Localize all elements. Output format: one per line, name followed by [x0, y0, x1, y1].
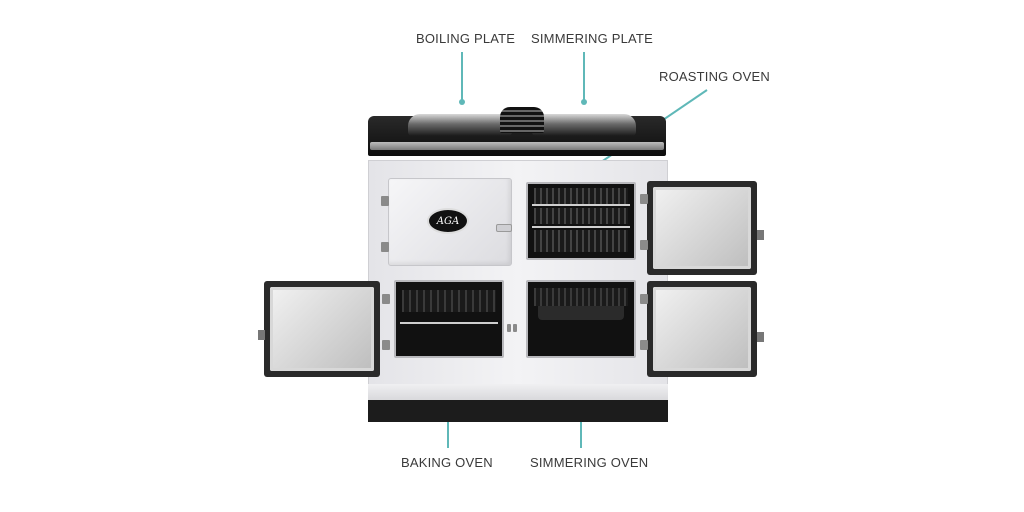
- baking-tray-icon: [402, 290, 496, 312]
- leader-dot-simmering-plate: [581, 99, 587, 105]
- leader-dot-boiling-plate: [459, 99, 465, 105]
- hinge-icon: [640, 340, 648, 350]
- label-simmering-plate: SIMMERING PLATE: [531, 31, 653, 46]
- oven-shelf: [532, 226, 630, 228]
- door-latch-icon: [496, 224, 512, 232]
- door-handle-icon: [258, 330, 265, 340]
- leader-boiling-plate: [461, 52, 463, 102]
- leader-simmering-plate: [583, 52, 585, 102]
- label-boiling-plate: BOILING PLATE: [416, 31, 516, 46]
- hinge-icon: [381, 242, 389, 252]
- baking-oven-cavity: [394, 280, 504, 358]
- baking-oven-door-open: [264, 281, 380, 377]
- boiling-plate-lid: [408, 114, 512, 136]
- simmering-oven-cavity: [526, 280, 636, 358]
- oven-shelf: [532, 204, 630, 206]
- door-handle-icon: [757, 230, 764, 240]
- simmering-oven-door-open: [647, 281, 757, 377]
- label-roasting-oven: ROASTING OVEN: [659, 69, 770, 84]
- door-catch-icon: [507, 324, 511, 332]
- hinge-icon: [382, 294, 390, 304]
- plinth: [368, 400, 668, 422]
- aga-logo-badge: AGA: [427, 208, 469, 234]
- label-simmering-oven: SIMMERING OVEN: [530, 455, 649, 470]
- hinge-icon: [640, 294, 648, 304]
- simmering-plate-lid: [532, 114, 636, 136]
- hinge-icon: [640, 240, 648, 250]
- burner-door: [388, 178, 512, 266]
- hinge-icon: [381, 196, 389, 206]
- oven-shelf: [400, 322, 498, 324]
- oven-rack-icon: [534, 188, 628, 204]
- oven-rack-icon: [534, 288, 628, 306]
- door-catch-icon: [513, 324, 517, 332]
- roasting-oven-door-open: [647, 181, 757, 275]
- oven-rack-icon: [534, 208, 628, 224]
- lid-handle-icon: [500, 107, 544, 133]
- plinth-strip: [368, 384, 668, 400]
- label-baking-oven: BAKING OVEN: [401, 455, 493, 470]
- door-handle-icon: [757, 332, 764, 342]
- hinge-icon: [640, 194, 648, 204]
- roasting-oven-cavity: [526, 182, 636, 260]
- towel-rail: [370, 142, 664, 150]
- roasting-tin-icon: [538, 306, 624, 320]
- oven-rack-icon: [534, 230, 628, 252]
- hinge-icon: [382, 340, 390, 350]
